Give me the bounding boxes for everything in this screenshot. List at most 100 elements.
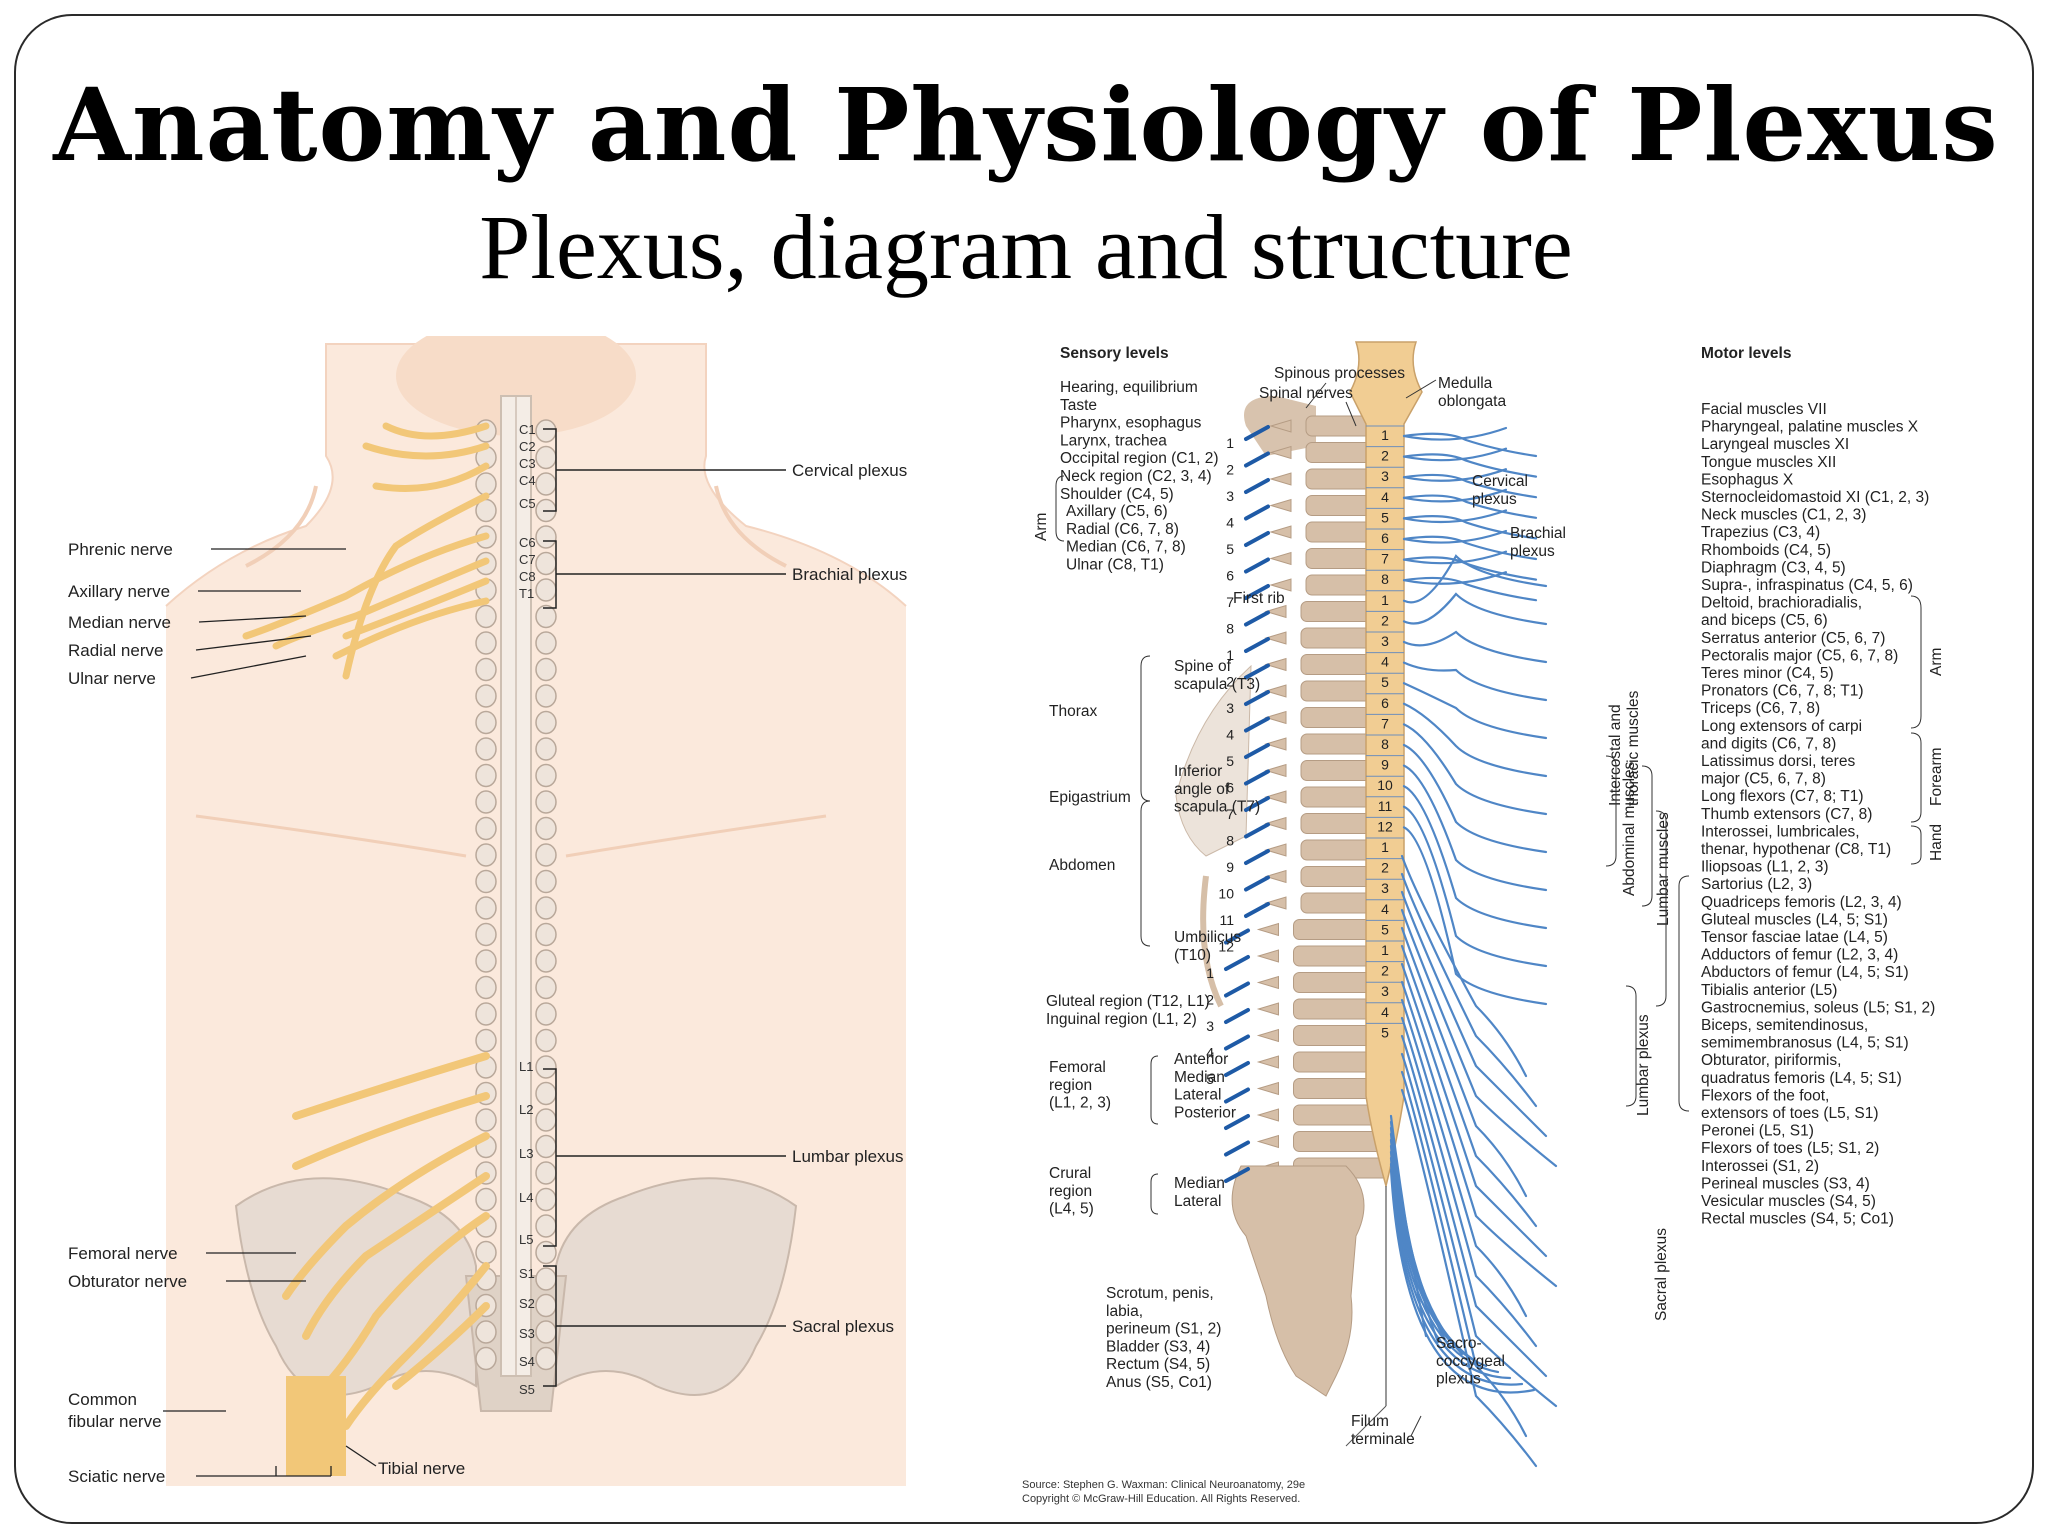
vertebra-number: 5 <box>1226 753 1234 769</box>
cervical-nerve <box>1402 453 1538 478</box>
ganglion-left <box>475 790 497 814</box>
vertebra-number: 2 <box>1206 992 1214 1008</box>
segment-label: S2 <box>519 1296 535 1311</box>
label-intercostal: Intercostal and <box>1607 704 1624 806</box>
segment-label: C6 <box>519 535 536 550</box>
label-scapula-inferior: Inferior <box>1174 763 1222 780</box>
lumbosacral-nerve <box>1400 1034 1548 1378</box>
vertebra-process <box>1256 922 1279 937</box>
segment-label: C7 <box>519 552 536 567</box>
label-abdomen: Abdomen <box>1049 857 1115 874</box>
label-perineum: Rectum (S4, 5) <box>1106 1356 1210 1373</box>
ganglion-left <box>475 604 497 629</box>
lumbosacral-nerve <box>1400 1052 1558 1408</box>
thoracic-nerve <box>1402 805 1548 968</box>
segment-label: C8 <box>519 569 536 584</box>
motor-line: Tibialis anterior (L5) <box>1701 982 1837 999</box>
motor-line: Diaphragm (C3, 4, 5) <box>1701 559 1846 576</box>
motor-line: Interossei (S1, 2) <box>1701 1158 1819 1175</box>
segment-label: L5 <box>519 1232 533 1247</box>
label-epigastrium: Epigastrium <box>1049 789 1131 806</box>
vertebra-process <box>1264 843 1287 857</box>
cord-segment-number: 11 <box>1378 798 1393 814</box>
label-crural-region: region <box>1049 1183 1092 1200</box>
cord-segment-number: 2 <box>1381 448 1389 464</box>
ganglion-right <box>535 1108 557 1132</box>
motor-side-forearm: Forearm <box>1928 747 1945 806</box>
ganglion-right <box>535 551 557 576</box>
label-umbilicus: Umbilicus <box>1174 929 1241 946</box>
motor-line: Long flexors (C7, 8; T1) <box>1701 788 1864 805</box>
cord-segment-number: 2 <box>1381 860 1389 876</box>
thoracic-nerve <box>1402 764 1548 892</box>
thoracic-nerve <box>1402 743 1548 854</box>
label-brachial-plexus: Brachial <box>1510 525 1566 542</box>
label-perineum: Scrotum, penis, <box>1106 1285 1214 1302</box>
spinal-nerve-root <box>1224 1087 1250 1104</box>
vertebra-process <box>1256 1002 1279 1016</box>
label-sacrococcygeal: plexus <box>1436 1371 1481 1388</box>
label-femoral-nerve: Femoral nerve <box>68 1244 178 1263</box>
ganglion-right <box>535 657 557 682</box>
cord-segment-number: 1 <box>1381 942 1389 958</box>
spinal-nerve-root <box>1244 425 1270 441</box>
spinal-nerve-root <box>1244 822 1270 839</box>
label-scapula-spine: scapula (T3) <box>1174 676 1260 693</box>
vertebra-number: 2 <box>1226 462 1234 478</box>
thoracic-nerve <box>1402 630 1548 664</box>
motor-line: Teres minor (C4, 5) <box>1701 665 1834 682</box>
cord-segment-number: 1 <box>1381 427 1389 443</box>
motor-line: Latissimus dorsi, teres <box>1701 753 1855 770</box>
label-intercostal: thoracic muscles <box>1625 690 1642 806</box>
spinal-nerve-root <box>1224 981 1250 998</box>
motor-line: Facial muscles VII <box>1701 401 1827 418</box>
ganglion-left <box>475 657 497 682</box>
label-femoral-part: Lateral <box>1174 1087 1221 1104</box>
ganglion-left <box>475 843 497 867</box>
cord-segment-number: 3 <box>1381 880 1389 896</box>
cord-segment-number: 7 <box>1381 551 1389 567</box>
motor-line: Quadriceps femoris (L2, 3, 4) <box>1701 894 1902 911</box>
spinal-nerve-root <box>1244 531 1270 547</box>
ganglion-left <box>475 1320 497 1344</box>
spinal-nerve-root <box>1244 637 1270 653</box>
ganglion-right <box>535 737 557 761</box>
label-femoral-part: Posterior <box>1174 1104 1236 1121</box>
vertebra-number: 5 <box>1226 541 1234 557</box>
label-perineum: Anus (S5, Co1) <box>1106 1374 1212 1391</box>
label-abdominal-muscles: Abdominal muscles <box>1621 761 1638 896</box>
label-common: Common <box>68 1390 137 1409</box>
ganglion-left <box>475 1346 497 1371</box>
label-brachial-plexus: plexus <box>1510 543 1555 560</box>
lumbosacral-nerve <box>1400 926 1528 1198</box>
vertebra-number: 7 <box>1226 806 1234 822</box>
vertebra-number: 4 <box>1226 515 1234 531</box>
motor-line: Tensor fasciae latae (L4, 5) <box>1701 929 1888 946</box>
label-sacrococcygeal: coccygeal <box>1436 1353 1505 1370</box>
motor-line: Vesicular muscles (S4, 5) <box>1701 1193 1876 1210</box>
vertebra-number: 5 <box>1206 1071 1214 1087</box>
ganglion-right <box>535 922 557 947</box>
ganglion-left <box>475 1028 497 1053</box>
vertebra-number: 10 <box>1218 886 1234 902</box>
vertebra-number: 6 <box>1226 568 1234 584</box>
spinal-nerve-root <box>1224 1167 1250 1183</box>
ganglion-right <box>535 710 557 735</box>
label-femoral-region: region <box>1049 1077 1092 1094</box>
label-medulla: Medulla <box>1438 375 1493 392</box>
cord-segment-number: 5 <box>1381 509 1389 525</box>
ganglion-right <box>535 1055 557 1079</box>
cord-segment-number: 1 <box>1381 592 1389 608</box>
motor-line: Sartorius (L2, 3) <box>1701 876 1812 893</box>
motor-side-hand: Hand <box>1928 824 1945 861</box>
label-sacral-plexus: Sacral plexus <box>1653 1228 1670 1321</box>
slide-subtitle: Plexus, diagram and structure <box>479 196 1573 298</box>
cord-segment-number: 5 <box>1381 674 1389 690</box>
ganglion-left <box>475 1240 497 1265</box>
label-umbilicus: (T10) <box>1174 947 1211 964</box>
spinal-nerve-root <box>1244 610 1270 627</box>
ganglion-right <box>535 1028 557 1053</box>
vertebra-process <box>1264 816 1287 831</box>
label-tibial-nerve: Tibial nerve <box>378 1459 465 1478</box>
